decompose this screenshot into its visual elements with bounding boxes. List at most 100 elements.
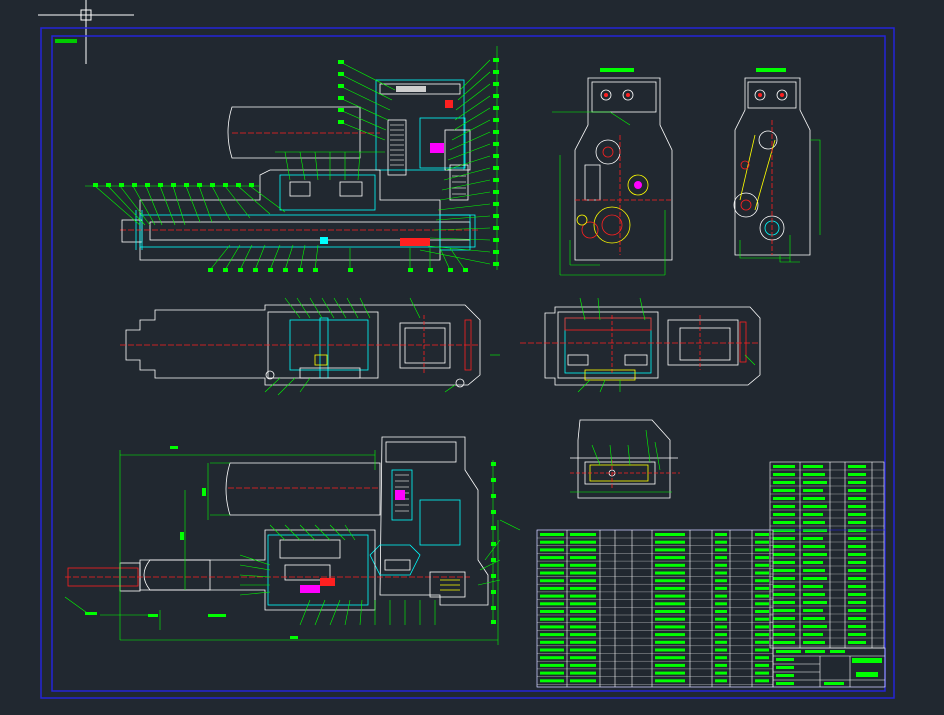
table-cell-text xyxy=(715,640,727,644)
table-cell-text xyxy=(803,505,827,508)
table-cell-text xyxy=(570,640,596,644)
table-cell-text xyxy=(570,648,596,652)
table-cell-text xyxy=(655,648,685,652)
table-cell-text xyxy=(715,533,727,536)
table-cell-text xyxy=(848,577,866,580)
table-cell-text xyxy=(570,602,596,606)
title-block xyxy=(772,647,886,688)
table-cell-text xyxy=(655,594,685,598)
table-cell-text xyxy=(848,625,866,628)
table-cell-text xyxy=(540,617,564,621)
table-cell-text xyxy=(803,489,823,492)
table-cell-text xyxy=(540,663,564,667)
table-cell-text xyxy=(715,563,727,567)
table-cell-text xyxy=(570,625,596,629)
table-cell-text xyxy=(570,594,596,598)
table-cell-text xyxy=(803,641,825,644)
table-cell-text xyxy=(803,545,825,548)
sheet-inner-frame xyxy=(51,35,886,692)
table-cell-text xyxy=(773,529,795,532)
table-cell-text xyxy=(773,545,795,548)
table-cell-text xyxy=(848,633,866,636)
table-cell-text xyxy=(715,679,727,683)
top-right-view-b xyxy=(733,68,821,263)
table-cell-text xyxy=(715,617,727,621)
table-cell-text xyxy=(570,563,596,567)
table-cell-text xyxy=(848,465,866,468)
table-cell-text xyxy=(715,671,727,675)
table-cell-text xyxy=(715,579,727,583)
table-cell-text xyxy=(570,571,596,575)
table-cell-text xyxy=(570,617,596,621)
table-cell-text xyxy=(655,586,685,590)
table-cell-text xyxy=(715,610,727,613)
table-cell-text xyxy=(848,545,866,548)
table-cell-text xyxy=(755,617,769,621)
table-cell-text xyxy=(773,473,795,476)
table-cell-text xyxy=(773,641,795,644)
table-cell-text xyxy=(803,497,825,500)
table-cell-text xyxy=(755,625,769,629)
table-cell-text xyxy=(540,556,564,560)
table-cell-text xyxy=(715,556,727,560)
table-cell-text xyxy=(570,586,596,590)
table-cell-text xyxy=(655,625,685,629)
table-cell-text xyxy=(773,561,795,564)
table-cell-text xyxy=(848,481,866,484)
table-cell-text xyxy=(755,663,769,667)
table-cell-text xyxy=(755,563,769,567)
table-cell-text xyxy=(773,625,795,628)
table-cell-text xyxy=(655,663,685,667)
table-cell-text xyxy=(655,533,685,536)
top-left-section-view xyxy=(85,46,499,272)
table-cell-text xyxy=(570,671,596,675)
table-cell-text xyxy=(773,537,795,540)
table-cell-text xyxy=(773,553,795,556)
table-cell-text xyxy=(570,548,596,552)
table-cell-text xyxy=(715,540,727,544)
table-cell-text xyxy=(848,585,866,588)
table-cell-text xyxy=(848,593,866,596)
table-cell-text xyxy=(755,648,769,652)
table-cell-text xyxy=(773,633,795,636)
table-cell-text xyxy=(773,601,795,604)
table-cell-text xyxy=(540,548,564,552)
table-cell-text xyxy=(773,513,795,516)
detail-view xyxy=(570,419,680,499)
table-cell-text xyxy=(803,561,823,564)
table-cell-text xyxy=(755,548,769,552)
table-cell-text xyxy=(715,571,727,575)
table-cell-text xyxy=(848,617,866,620)
table-cell-text xyxy=(803,633,823,636)
table-cell-text xyxy=(848,537,866,540)
bottom-left-section-view xyxy=(64,436,521,645)
table-cell-text xyxy=(540,625,564,629)
table-cell-text xyxy=(803,601,827,604)
table-cell-text xyxy=(803,609,823,612)
table-cell-text xyxy=(540,533,564,536)
table-cell-text xyxy=(803,585,823,588)
table-cell-text xyxy=(803,481,827,484)
table-cell-text xyxy=(570,540,596,544)
table-cell-text xyxy=(655,633,685,637)
table-cell-text xyxy=(655,602,685,606)
parts-list-lower-table xyxy=(536,529,886,688)
table-cell-text xyxy=(803,569,825,572)
table-cell-text xyxy=(848,601,866,604)
table-cell-text xyxy=(803,521,825,524)
table-cell-text xyxy=(803,465,823,468)
table-cell-text xyxy=(803,625,827,628)
table-cell-text xyxy=(773,585,795,588)
table-cell-text xyxy=(848,569,866,572)
table-cell-text xyxy=(773,481,795,484)
table-cell-text xyxy=(540,602,564,606)
table-cell-text xyxy=(848,553,866,556)
table-cell-text xyxy=(655,556,685,560)
table-cell-text xyxy=(773,465,795,468)
table-cell-text xyxy=(540,610,564,613)
table-cell-text xyxy=(848,497,866,500)
table-cell-text xyxy=(715,648,727,652)
table-cell-text xyxy=(540,540,564,544)
